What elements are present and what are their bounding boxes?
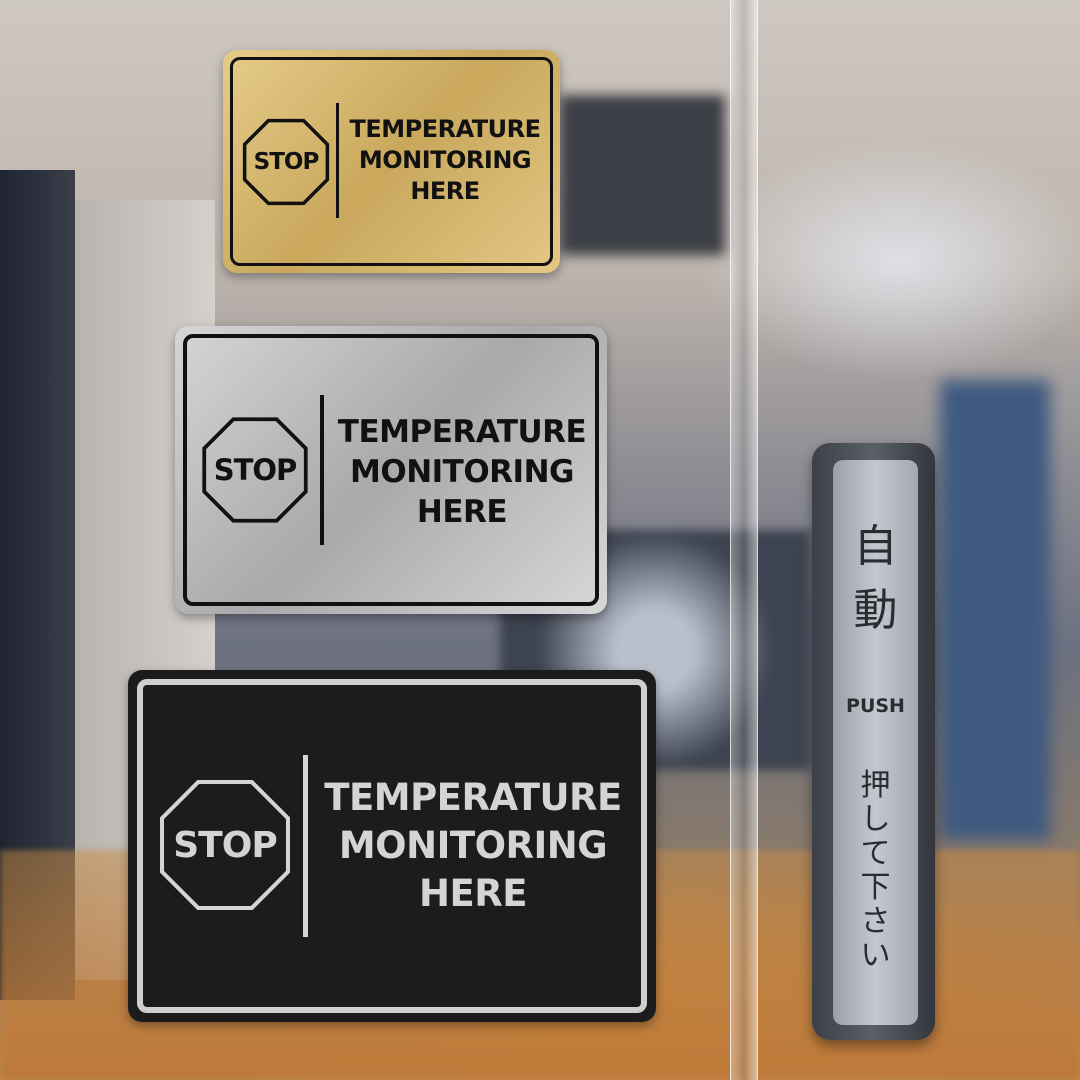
stop-sign-icon: STOP	[242, 118, 330, 206]
divider	[320, 395, 324, 545]
push-label: PUSH	[846, 695, 905, 717]
handle-panel: 自動 PUSH 押して下さい	[833, 460, 918, 1025]
sign-border	[183, 334, 599, 606]
dark-background-panel	[560, 95, 725, 255]
stop-sign-icon: STOP	[201, 415, 309, 525]
stop-text: STOP	[253, 149, 320, 175]
sign-border	[137, 679, 647, 1013]
stop-text: STOP	[173, 824, 277, 866]
glass-door-edge	[730, 0, 758, 1080]
right-blue-wall	[940, 380, 1050, 840]
divider	[303, 755, 308, 937]
stop-sign-icon: STOP	[158, 778, 292, 912]
automatic-label: 自動	[853, 521, 898, 636]
stop-text: STOP	[213, 453, 298, 487]
door-push-handle[interactable]: 自動 PUSH 押して下さい	[812, 443, 935, 1040]
please-push-label: 押して下さい	[860, 768, 891, 973]
sign-border	[230, 57, 553, 266]
divider	[336, 103, 339, 218]
